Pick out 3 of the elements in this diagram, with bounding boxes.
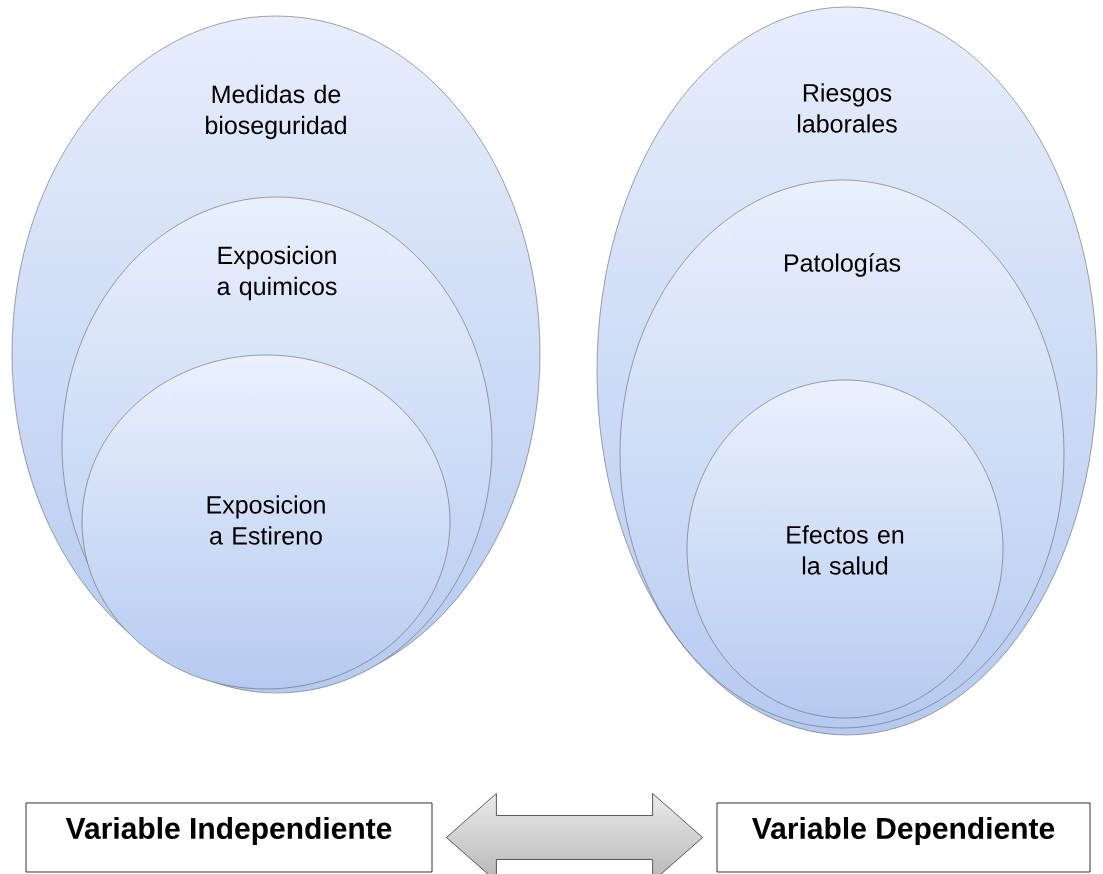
variable-box: Variable Dependiente xyxy=(716,802,1091,873)
double-arrow xyxy=(446,793,703,874)
variable-box: Variable Independiente xyxy=(25,802,433,873)
